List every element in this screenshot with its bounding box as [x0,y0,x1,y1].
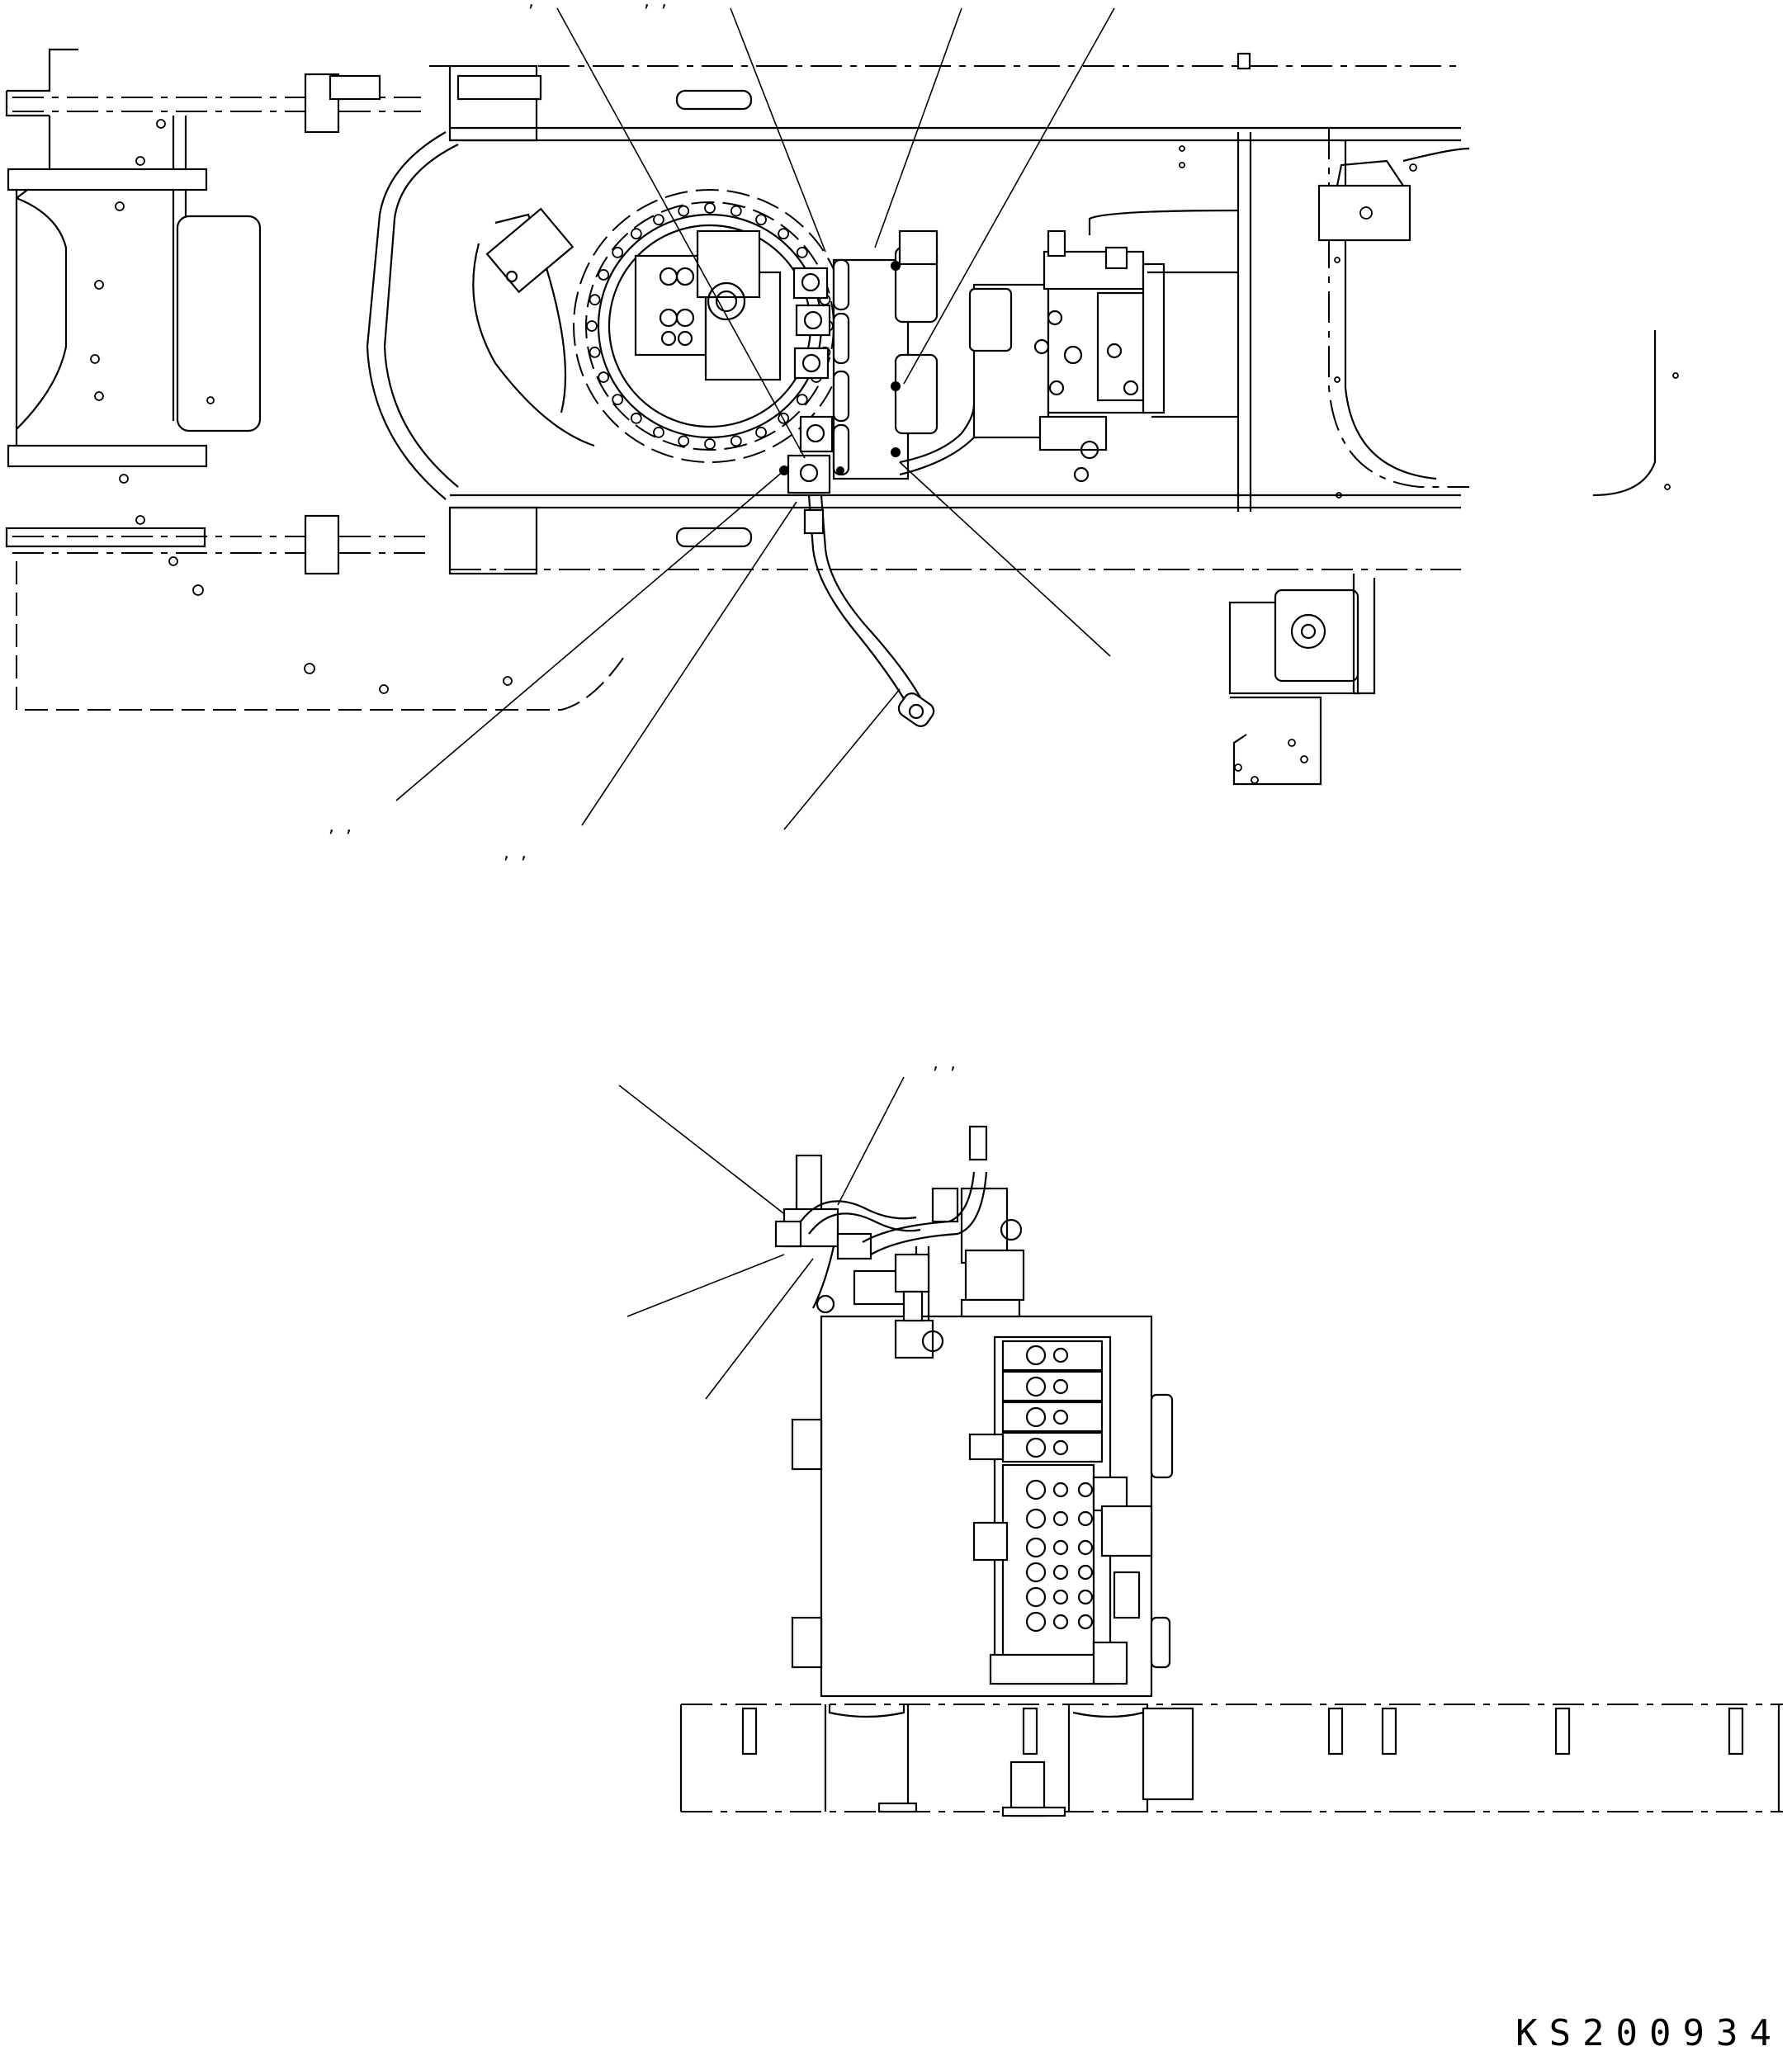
rail-slot [1728,1707,1744,1756]
bolt-hole [653,426,664,438]
bolt-hole [598,371,610,383]
valve-port [1025,1537,1047,1558]
valve-port [1052,1439,1069,1456]
rail-slot [1327,1707,1344,1756]
bolt-hole [730,205,742,217]
valve-port [1025,1406,1047,1428]
valve-port [1025,1376,1047,1397]
valve-port [1052,1347,1069,1363]
rail-slot [1022,1707,1038,1756]
bolt-hole [704,438,716,450]
valve-port [1077,1482,1094,1498]
valve-port [1077,1539,1094,1556]
valve-port [1052,1409,1069,1425]
bolt-hole [612,394,624,406]
callout-mark-bottom-left-b: , , [504,843,527,863]
valve-port [1052,1614,1069,1630]
bolt-hole [796,394,808,406]
valve-port [1052,1589,1069,1605]
bolt-hole [589,294,601,306]
valve-port [1077,1510,1094,1527]
valve-port [1052,1564,1069,1581]
bolt-hole [755,426,767,438]
rail-slot [1554,1707,1571,1756]
side-view-assembly [774,1125,1174,1698]
callout-mark-top-mid: , , [644,0,667,12]
callout-marks: , , , , , , , , , [329,0,956,1074]
valve-port [1025,1479,1047,1500]
valve-port [1077,1614,1094,1630]
control-valve-top [779,229,939,494]
bolt-hole [796,246,808,258]
valve-port [1052,1539,1069,1556]
bolt-hole [589,346,601,358]
bolt-hole [730,435,742,447]
valve-port [1077,1564,1094,1581]
valve-port [1052,1510,1069,1527]
callout-mark-lower-view: , , [933,1053,956,1074]
bolt-hole [778,412,790,424]
bolt-hole [704,202,716,214]
bolt-hole [678,435,690,447]
bolt-hole [678,205,690,217]
valve-port [1025,1508,1047,1529]
callout-mark-bottom-left-a: , , [329,816,352,837]
top-view-frame [5,48,1679,786]
valve-port [1025,1586,1047,1608]
bolt-hole [586,320,598,332]
bolt-hole [653,214,664,226]
bolt-hole [612,246,624,258]
valve-port [1025,1437,1047,1458]
bolt-hole [755,214,767,226]
valve-port [1025,1611,1047,1633]
valve-port [1077,1589,1094,1605]
bolt-hole [630,412,642,424]
drawing-code: KS200934 [1515,2012,1783,2051]
rail-slot [741,1707,758,1756]
bolt-hole [598,269,610,281]
valve-port [1052,1378,1069,1395]
valve-port [1025,1344,1047,1366]
swing-motor [634,229,782,381]
bolt-hole [778,228,790,240]
leader-lines-top [395,7,1115,1400]
hydraulic-pump-top [968,209,1239,483]
bolt-hole [630,228,642,240]
callout-mark-top-left: , [528,0,534,12]
valve-port [1052,1482,1069,1498]
lower-rail [679,1704,1783,1817]
valve-port [1025,1562,1047,1583]
rail-slot [1381,1707,1397,1756]
